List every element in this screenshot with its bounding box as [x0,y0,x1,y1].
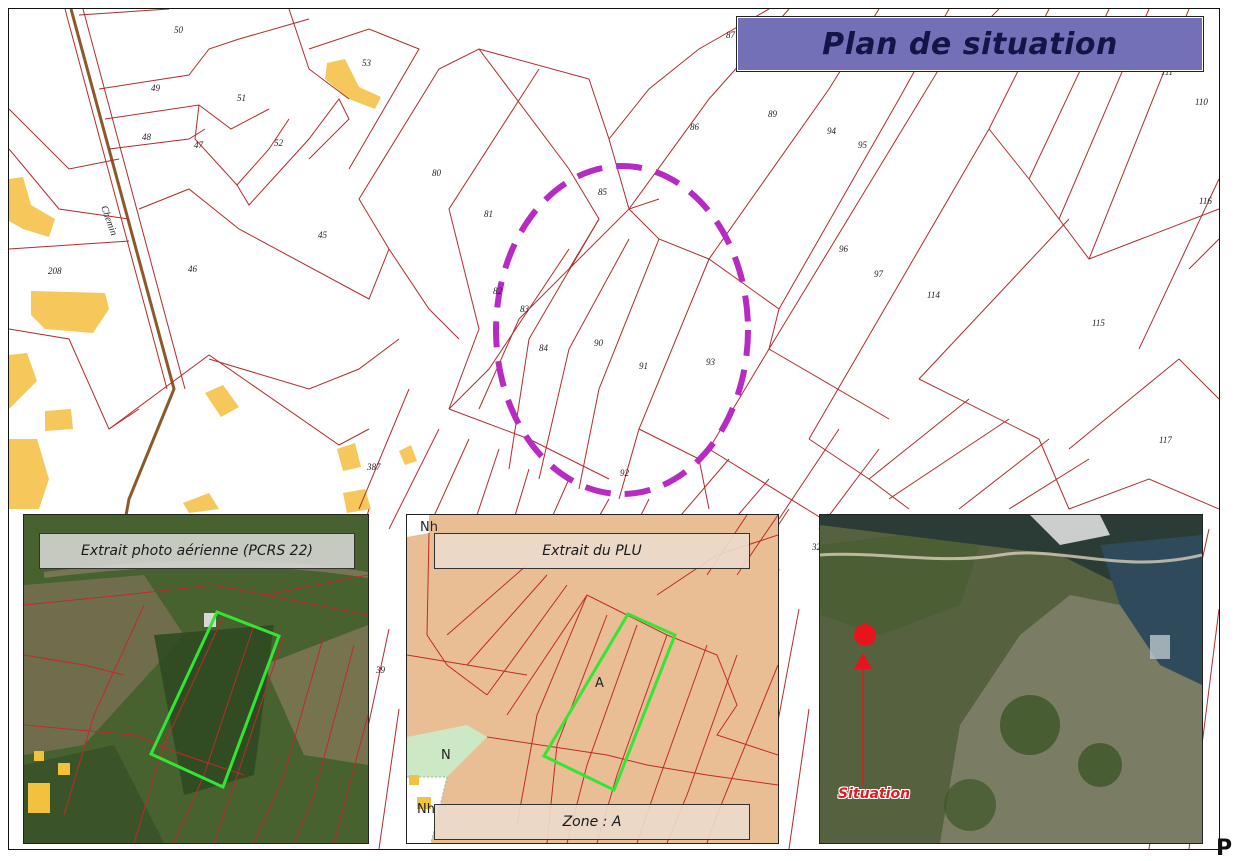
zone-label-nh: Nh [417,802,435,817]
plu-caption: Extrait du PLU [434,533,750,569]
parcel-number: 110 [1195,97,1208,107]
parcel-highlight [541,612,677,793]
parcel-number: 95 [858,140,868,150]
parcel-number: 52 [274,138,284,148]
parcel-number: 51 [237,93,246,103]
parcel-number: 85 [598,187,608,197]
location-arrow-icon [854,653,872,669]
parcel-number: 32 [811,542,822,552]
parcel-number: 39 [375,665,386,675]
parcel-number: 208 [48,266,62,276]
parcel-number: 84 [539,343,549,353]
aerial-photo-caption: Extrait photo aérienne (PCRS 22) [39,533,355,569]
aerial-photo-inset: Extrait photo aérienne (PCRS 22) [23,514,369,844]
plu-svg [407,515,778,843]
parcel-number: 96 [839,244,849,254]
title-box: Plan de situation [736,16,1204,72]
parcel-number: 94 [827,126,837,136]
parcel-number: 115 [1092,318,1105,328]
zone-label-nh: Nh [420,520,438,535]
parcel-number: 53 [362,58,372,68]
page-title: Plan de situation [822,26,1118,62]
target-area-ellipse [493,163,751,497]
parcel-number: 80 [432,168,442,178]
cadastral-map: 50 53 49 51 48 47 52 80 81 45 46 208 85 … [8,8,1220,850]
parcel-number: 50 [174,25,184,35]
location-map-svg [820,515,1202,843]
parcel-number: 116 [1199,196,1212,206]
parcel-number: 89 [768,109,778,119]
parcel-number: 91 [639,361,648,371]
location-inset: Situation [819,514,1203,844]
parcel-number: 387 [366,462,381,472]
buildings [9,59,417,513]
situation-label: Situation [838,786,911,802]
parcel-number: 83 [520,304,530,314]
parcel-number: 90 [594,338,604,348]
parcel-number: 82 [493,286,503,296]
corner-letter: P [1216,836,1233,861]
location-marker-icon [854,624,876,646]
plu-inset: Extrait du PLU Nh A N Nh Zone : A [406,514,779,844]
parcel-number: 93 [706,357,716,367]
parcel-number: 114 [927,290,940,300]
parcel-number: 45 [318,230,328,240]
parcel-number: 92 [620,468,630,478]
parcel-number: 49 [151,83,161,93]
parcel-number: 86 [690,122,700,132]
zone-label-n: N [441,748,451,763]
parcel-number: 87 [726,30,736,40]
aerial-photo-svg [24,515,368,843]
zone-caption: Zone : A [434,804,750,840]
parcel-number: 46 [188,264,198,274]
parcel-number: 117 [1159,435,1172,445]
parcel-number: 48 [142,132,152,142]
road-label: Chemin [98,204,119,237]
zone-label-a: A [595,676,604,691]
parcel-number: 111 [1161,67,1173,77]
parcel-number: 97 [874,269,884,279]
parcel-highlight [149,610,281,790]
parcel-number: 47 [194,140,204,150]
cadastral-plan-svg: 50 53 49 51 48 47 52 80 81 45 46 208 85 … [9,9,1219,849]
parcel-number: 81 [484,209,493,219]
